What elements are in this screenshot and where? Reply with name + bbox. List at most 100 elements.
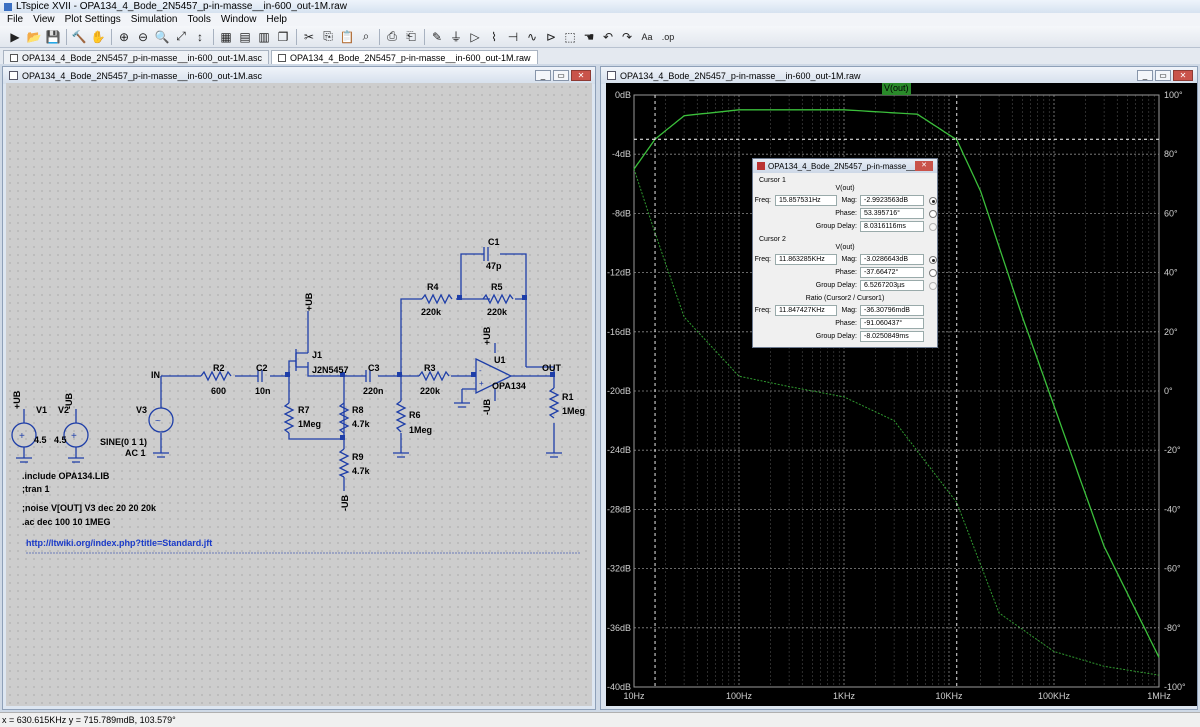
cursor2-mag-value[interactable]: -3.0286643dB: [860, 254, 924, 265]
y-tick-label-right: 80°: [1164, 149, 1178, 159]
text-icon[interactable]: Aa: [641, 31, 653, 42]
menu-window[interactable]: Window: [220, 14, 257, 25]
directive-ac[interactable]: .ac dec 100 10 1MEG: [22, 517, 111, 527]
cursor1-mag-label: Mag:: [841, 197, 857, 204]
label-r1-value: 1Meg: [562, 406, 585, 416]
tab-waveform[interactable]: OPA134_4_Bode_2N5457_p-in-masse__in-600_…: [271, 50, 538, 64]
label-in: IN: [151, 370, 160, 380]
ground-icon[interactable]: ⏚: [449, 30, 462, 44]
menu-file[interactable]: File: [7, 14, 24, 25]
cursor2-freq-value[interactable]: 11.863285KHz: [775, 254, 837, 265]
hand-icon[interactable]: ☚: [583, 29, 595, 44]
menu-plot-settings[interactable]: Plot Settings: [64, 14, 121, 25]
label-c3-value: 220n: [363, 386, 384, 396]
zoom-out-icon[interactable]: ⊖: [137, 29, 149, 44]
toolbar-separator: [296, 28, 297, 45]
menu-tools[interactable]: Tools: [187, 14, 211, 25]
maximize-button[interactable]: ▭: [1155, 70, 1171, 81]
close-button[interactable]: ✕: [571, 70, 591, 81]
diode-icon[interactable]: ⊳: [545, 29, 557, 44]
cursor1-mag-value[interactable]: -2.9923563dB: [860, 195, 924, 206]
phase-trace[interactable]: [633, 168, 1160, 676]
cursor-dialog-titlebar[interactable]: OPA134_4_Bode_2N5457_p-in-masse__in... ✕: [753, 159, 937, 173]
cursor2-gd-value[interactable]: 6.5267203µs: [860, 280, 924, 291]
cursor1-gd-value[interactable]: 8.0316116ms: [860, 221, 924, 232]
resistor-icon[interactable]: ⌇: [491, 29, 497, 44]
y-tick-label-left: 0dB: [615, 90, 631, 100]
paste-icon[interactable]: 📋: [339, 29, 355, 44]
menu-help[interactable]: Help: [266, 14, 287, 25]
cut-icon[interactable]: ✂: [303, 29, 315, 44]
tile-horizontal-icon[interactable]: ▤: [239, 29, 251, 44]
cursor2-freq-label: Freq:: [754, 256, 771, 263]
component-icon[interactable]: ⬚: [564, 29, 576, 44]
autorange-icon[interactable]: ↕: [197, 29, 203, 44]
spice-directive-icon[interactable]: .op: [661, 31, 675, 42]
run-stop-icon[interactable]: ✋: [90, 29, 106, 44]
ratio-freq-value[interactable]: 11.847427KHz: [775, 305, 837, 316]
inductor-icon[interactable]: ∿: [526, 29, 538, 44]
print-setup-icon[interactable]: ⎗: [406, 29, 416, 43]
cursor1-phase-label: Phase:: [835, 210, 857, 217]
cursor1-freq-value[interactable]: 15.857531Hz: [775, 195, 837, 206]
label-r3: R3: [424, 363, 436, 373]
tab-schematic[interactable]: OPA134_4_Bode_2N5457_p-in-masse__in-600_…: [3, 50, 269, 64]
close-button[interactable]: ✕: [915, 161, 933, 171]
copy-icon[interactable]: ⎘: [323, 29, 333, 43]
minimize-button[interactable]: _: [1137, 70, 1153, 81]
minimize-button[interactable]: _: [535, 70, 551, 81]
magnitude-trace[interactable]: [633, 109, 1160, 658]
open-icon[interactable]: 📂: [26, 29, 42, 44]
cursor1-gd-radio[interactable]: [929, 223, 937, 231]
cursor2-mag-radio[interactable]: [929, 256, 937, 264]
menu-simulation[interactable]: Simulation: [130, 14, 178, 25]
ratio-mag-value[interactable]: -36.30796mdB: [860, 305, 924, 316]
directive-include[interactable]: .include OPA134.LIB: [22, 471, 110, 481]
x-tick-label: 100Hz: [726, 691, 753, 701]
wire-icon[interactable]: ✎: [431, 29, 443, 44]
hammer-icon[interactable]: 🔨: [71, 29, 87, 44]
save-icon[interactable]: 💾: [45, 29, 61, 44]
redo-icon[interactable]: ↷: [621, 29, 633, 44]
cascade-icon[interactable]: ❐: [277, 29, 289, 44]
toolbar-separator: [379, 28, 380, 45]
x-tick-label: 1MHz: [1147, 691, 1171, 701]
tile-vertical-icon[interactable]: ▥: [258, 29, 270, 44]
directive-tran[interactable]: ;tran 1: [22, 484, 50, 494]
y-tick-label-right: -60°: [1164, 564, 1181, 574]
run-icon[interactable]: ▶: [10, 29, 20, 44]
menu-view[interactable]: View: [33, 14, 55, 25]
ratio-phase-value[interactable]: -91.060437°: [860, 318, 924, 329]
undo-icon[interactable]: ↶: [602, 29, 614, 44]
trace-label-vout[interactable]: V(out): [882, 83, 911, 95]
waveform-doc-icon: [278, 53, 286, 62]
ltwiki-link[interactable]: http://ltwiki.org/index.php?title=Standa…: [26, 538, 212, 548]
find-icon[interactable]: ⌕: [362, 29, 370, 43]
zoom-fit-icon[interactable]: ⤢: [176, 29, 186, 43]
maximize-button[interactable]: ▭: [553, 70, 569, 81]
grid-icon[interactable]: ▦: [220, 29, 232, 44]
capacitor-icon[interactable]: ⊣: [507, 29, 519, 44]
label-icon[interactable]: ▷: [470, 29, 480, 44]
cursor2-gd-radio[interactable]: [929, 282, 937, 290]
label-v2-node: -UB: [64, 393, 74, 409]
v1-polarity-icon: +: [19, 431, 25, 442]
cursor-readout-dialog: OPA134_4_Bode_2N5457_p-in-masse__in... ✕…: [752, 158, 938, 348]
cursor1-phase-radio[interactable]: [929, 210, 937, 218]
cursor2-phase-value[interactable]: -37.66472°: [860, 267, 924, 278]
print-icon[interactable]: ⎙: [387, 29, 397, 43]
waveform-window-titlebar[interactable]: OPA134_4_Bode_2N5457_p-in-masse__in-600_…: [601, 67, 1197, 84]
close-button[interactable]: ✕: [1173, 70, 1193, 81]
toolbar: ▶ 📂💾 🔨✋ ⊕ ⊖ 🔍 ⤢ ↕ ▦ ▤ ▥ ❐ ✂ ⎘ 📋 ⌕ ⎙ ⎗ ✎ ⏚ ▷ ⌇ ⊣ ∿ ⊳ ⬚ ☚ ↶ ↷ Aa .op: [0, 26, 1200, 48]
zoom-in-icon[interactable]: ⊕: [118, 29, 130, 44]
ratio-gd-value[interactable]: -8.0250849ms: [860, 331, 924, 342]
cursor1-mag-radio[interactable]: [929, 197, 937, 205]
cursor2-phase-radio[interactable]: [929, 269, 937, 277]
zoom-area-icon[interactable]: 🔍: [154, 29, 170, 44]
cursor1-phase-value[interactable]: 53.395716°: [860, 208, 924, 219]
schematic-window-titlebar[interactable]: OPA134_4_Bode_2N5457_p-in-masse__in-600_…: [3, 67, 595, 84]
label-c1-value: 47p: [486, 261, 502, 271]
label-u1-pos: +UB: [482, 326, 492, 345]
schematic-canvas[interactable]: +UB -UB V1 4.5 V2 4.5 V3 SINE(0 1 1) AC …: [6, 83, 592, 706]
directive-noise[interactable]: ;noise V[OUT] V3 dec 20 20 20k: [22, 503, 157, 513]
